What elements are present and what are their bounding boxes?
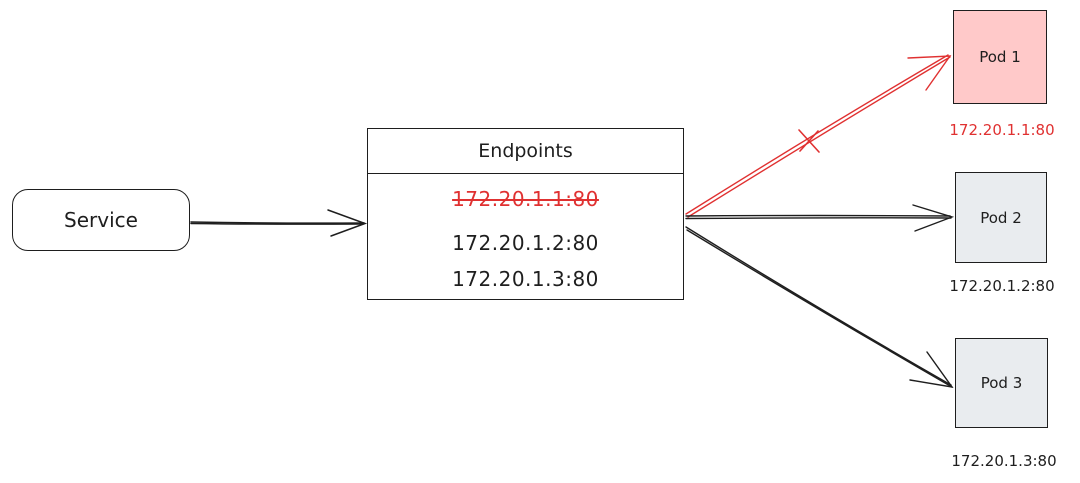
pod-2-label: Pod 2	[980, 208, 1022, 227]
endpoint-entry: 172.20.1.3:80	[452, 267, 599, 291]
pod-3-ip: 172.20.1.3:80	[951, 452, 1057, 470]
endpoints-table: Endpoints 172.20.1.1:80 172.20.1.2:80 17…	[367, 128, 684, 300]
endpoint-entry: 172.20.1.2:80	[452, 231, 599, 255]
pod-3-label: Pod 3	[980, 374, 1023, 392]
endpoint-entry-removed: 172.20.1.1:80	[452, 187, 599, 211]
endpoints-to-pod1-arrow	[685, 54, 952, 218]
endpoints-to-pod2-arrow	[685, 204, 955, 232]
service-node: Service	[12, 189, 190, 251]
service-label: Service	[64, 208, 138, 232]
pod-1-label: Pod 1	[979, 48, 1021, 66]
pod-1-node: Pod 1	[953, 10, 1047, 104]
endpoints-to-pod3-arrow	[685, 226, 954, 388]
service-to-endpoints-arrow	[190, 209, 368, 237]
pod-3-node: Pod 3	[955, 338, 1048, 428]
pod-2-ip: 172.20.1.2:80	[949, 277, 1055, 295]
pod-1-ip: 172.20.1.1:80	[949, 121, 1055, 139]
endpoints-divider	[368, 173, 683, 174]
pod-2-node: Pod 2	[955, 172, 1047, 263]
broken-link-cross-icon	[798, 129, 820, 153]
endpoints-title: Endpoints	[478, 140, 573, 162]
